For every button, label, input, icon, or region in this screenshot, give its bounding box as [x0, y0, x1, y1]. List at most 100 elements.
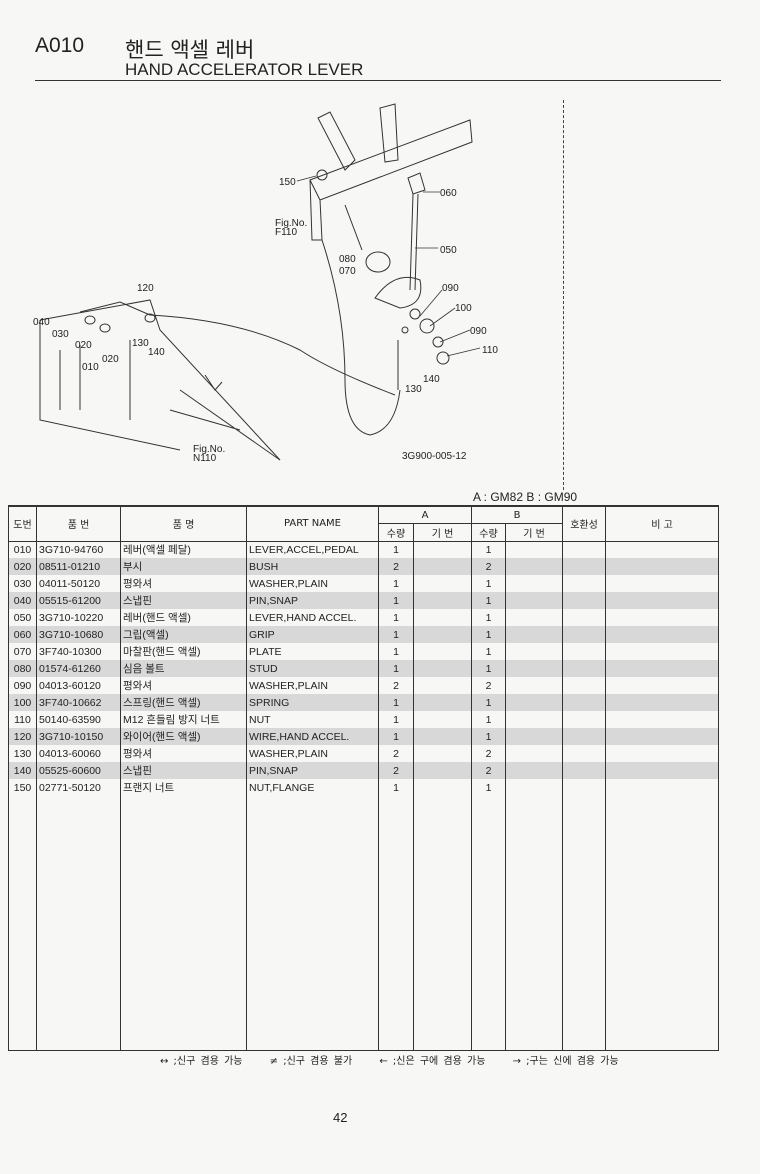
header-serial-b: 기 번: [505, 523, 563, 542]
cell-empty: [605, 762, 719, 779]
cell-empty: [413, 558, 472, 575]
cell-empty: [562, 745, 606, 762]
header-group-a: A: [378, 505, 472, 524]
cell-qty-b: 1: [471, 660, 506, 677]
cell-name-ko: 마찰판(핸드 액셀): [120, 643, 247, 660]
cell-empty: [8, 796, 37, 1051]
dashed-divider: [563, 100, 564, 490]
cell-qty-a: 1: [378, 643, 414, 660]
cell-empty: [505, 575, 563, 592]
cell-empty: [413, 796, 472, 1051]
cell-name-ko: 와이어(핸드 액셀): [120, 728, 247, 745]
cell-empty: [36, 796, 121, 1051]
header-part-name: PART NAME: [246, 505, 379, 542]
cell-qty-a: 1: [378, 626, 414, 643]
cell-qty-a: 1: [378, 694, 414, 711]
cell-part-name: WASHER,PLAIN: [246, 745, 379, 762]
cell-name-ko: 평와셔: [120, 745, 247, 762]
cell-name-ko: 평와셔: [120, 575, 247, 592]
cell-no: 020: [8, 558, 37, 575]
cell-empty: [505, 711, 563, 728]
cell-empty: [505, 592, 563, 609]
cell-part-name: WASHER,PLAIN: [246, 575, 379, 592]
cell-part-no: 3F740-10300: [36, 643, 121, 660]
fig-ref-f110: F110: [275, 227, 297, 238]
cell-part-name: LEVER,HAND ACCEL.: [246, 609, 379, 626]
cell-empty: [413, 728, 472, 745]
cell-empty: [605, 541, 719, 558]
callout-010: 010: [82, 362, 99, 373]
cell-qty-a: 1: [378, 575, 414, 592]
cell-empty: [505, 762, 563, 779]
cell-qty-b: 1: [471, 711, 506, 728]
callout-070: 070: [339, 266, 356, 277]
cell-empty: [413, 643, 472, 660]
header-rule: [35, 80, 721, 81]
title-korean: 핸드 액셀 레버: [125, 38, 255, 62]
cell-empty: [505, 779, 563, 796]
cell-empty: [378, 796, 414, 1051]
callout-140: 140: [423, 374, 440, 385]
cell-empty: [562, 694, 606, 711]
cell-empty: [505, 694, 563, 711]
cell-qty-b: 2: [471, 762, 506, 779]
cell-part-name: LEVER,ACCEL,PEDAL: [246, 541, 379, 558]
callout-130: 130: [405, 384, 422, 395]
callout-150: 150: [279, 177, 296, 188]
cell-qty-a: 1: [378, 711, 414, 728]
cell-part-no: 3G710-10220: [36, 609, 121, 626]
cell-qty-a: 1: [378, 660, 414, 677]
cell-part-name: BUSH: [246, 558, 379, 575]
cell-empty: [413, 541, 472, 558]
cell-empty: [562, 660, 606, 677]
callout-130b: 130: [132, 338, 149, 349]
cell-part-no: 50140-63590: [36, 711, 121, 728]
cell-empty: [605, 745, 719, 762]
cell-empty: [505, 643, 563, 660]
legend-item: → ;구는 신에 겸용 가능: [512, 1056, 619, 1067]
cell-empty: [562, 643, 606, 660]
cell-part-no: 3G710-10680: [36, 626, 121, 643]
cell-part-no: 04013-60120: [36, 677, 121, 694]
cell-qty-a: 1: [378, 541, 414, 558]
cell-empty: [605, 728, 719, 745]
cell-empty: [605, 677, 719, 694]
callout-050: 050: [440, 245, 457, 256]
cell-empty: [562, 728, 606, 745]
cell-empty: [562, 762, 606, 779]
cell-part-no: 01574-61260: [36, 660, 121, 677]
cell-name-ko: 그립(액셀): [120, 626, 247, 643]
cell-part-name: PIN,SNAP: [246, 762, 379, 779]
cell-no: 120: [8, 728, 37, 745]
cell-empty: [605, 575, 719, 592]
cell-empty: [413, 711, 472, 728]
callout-030: 030: [52, 329, 69, 340]
cell-empty: [605, 592, 719, 609]
cell-qty-b: 1: [471, 541, 506, 558]
callout-120: 120: [137, 283, 154, 294]
cell-qty-b: 1: [471, 609, 506, 626]
header-part-no: 품 번: [36, 505, 121, 542]
cell-empty: [605, 626, 719, 643]
cell-part-no: 05515-61200: [36, 592, 121, 609]
cell-empty: [605, 796, 719, 1051]
cell-qty-a: 1: [378, 592, 414, 609]
callout-040: 040: [33, 317, 50, 328]
cell-empty: [562, 796, 606, 1051]
cell-empty: [605, 711, 719, 728]
cell-qty-b: 1: [471, 728, 506, 745]
header-qty-a: 수량: [378, 523, 414, 542]
header-compat: 호환성: [562, 505, 606, 542]
cell-name-ko: 스프링(핸드 액셀): [120, 694, 247, 711]
fig-ref-label: Fig.No.: [275, 218, 307, 229]
cell-empty: [505, 626, 563, 643]
cell-qty-b: 2: [471, 677, 506, 694]
cell-empty: [505, 660, 563, 677]
cell-part-name: NUT: [246, 711, 379, 728]
cell-empty: [413, 660, 472, 677]
